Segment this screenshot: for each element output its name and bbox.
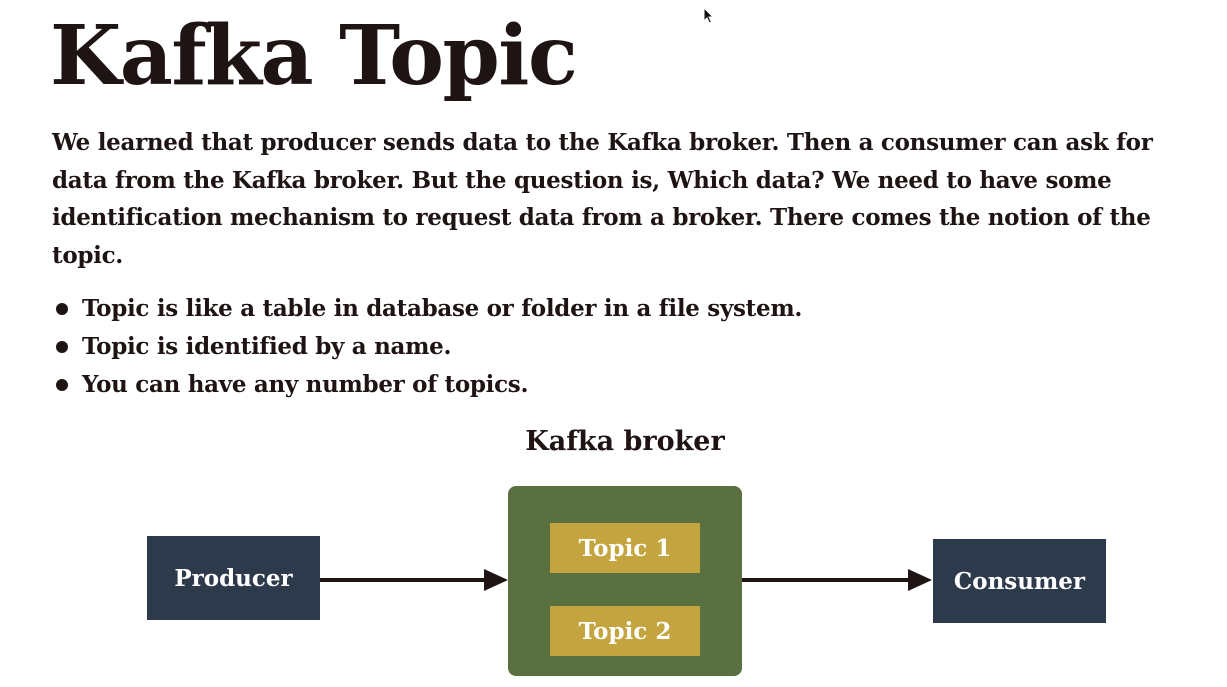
consumer-node: Consumer: [933, 539, 1106, 623]
broker-to-consumer-arrow: [742, 569, 932, 591]
list-item: Topic is identified by a name.: [54, 328, 802, 366]
intro-paragraph: We learned that producer sends data to t…: [52, 129, 1153, 269]
producer-node: Producer: [147, 536, 320, 620]
bullet-icon: [56, 341, 68, 353]
producer-label: Producer: [174, 564, 293, 592]
list-item: You can have any number of topics.: [54, 366, 802, 404]
bullet-text: You can have any number of topics.: [82, 371, 529, 398]
bullet-list: Topic is like a table in database or fol…: [54, 290, 802, 404]
producer-to-broker-arrow: [320, 569, 508, 591]
topic-1-label: Topic 1: [578, 534, 672, 562]
list-item: Topic is like a table in database or fol…: [54, 290, 802, 328]
topic-2-label: Topic 2: [578, 617, 672, 645]
mouse-cursor-icon: [703, 7, 715, 24]
page-title: Kafka Topic: [50, 8, 578, 104]
bullet-text: Topic is identified by a name.: [82, 333, 452, 360]
bullet-icon: [56, 303, 68, 315]
bullet-icon: [56, 379, 68, 391]
topic-2-node: Topic 2: [550, 606, 700, 656]
topic-1-node: Topic 1: [550, 523, 700, 573]
consumer-label: Consumer: [953, 567, 1086, 595]
broker-heading: Kafka broker: [525, 426, 725, 457]
bullet-text: Topic is like a table in database or fol…: [82, 295, 803, 322]
